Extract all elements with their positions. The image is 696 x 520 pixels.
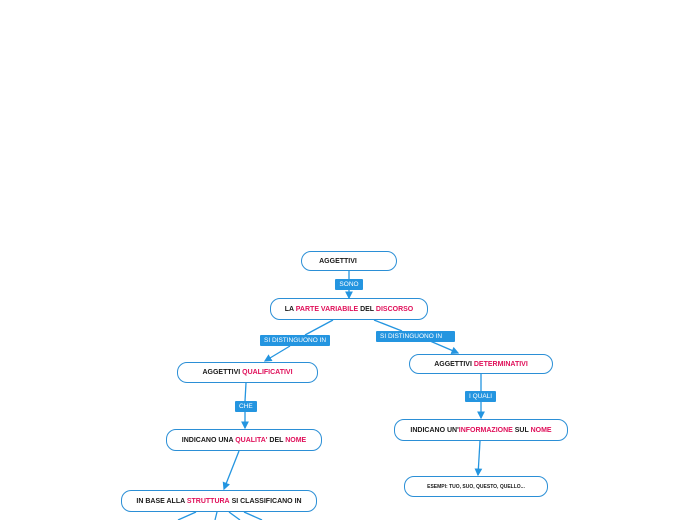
node-parte-variabile[interactable]: LA PARTE VARIABILE DEL DISCORSO (270, 298, 428, 320)
link-label-che[interactable]: CHE (235, 401, 257, 412)
node-parte-variabile-highlight-2: DISCORSO (375, 305, 414, 313)
node-qualita-nome[interactable]: INDICANO UNA QUALITA' DEL NOME (166, 429, 322, 451)
node-parte-variabile-text-1: LA (284, 305, 296, 313)
node-qualita-highlight-1: QUALITA' (235, 436, 268, 444)
connector-parte-left-label (304, 319, 334, 336)
connector-qualita-struttura (222, 450, 240, 491)
node-qualita-text-2: DEL (267, 436, 286, 444)
node-informazione-text-1: INDICANO UN' (410, 426, 459, 434)
connector-struttura-child-1 (177, 511, 197, 520)
node-qualificativi-highlight: QUALIFICATIVI (242, 369, 293, 376)
node-qualita-text-1: INDICANO UNA (181, 436, 236, 444)
connector-informazione-esempi (474, 440, 483, 477)
node-informazione-highlight-1: INFORMAZIONE (458, 426, 513, 434)
node-qualita-highlight-2: NOME (285, 436, 307, 444)
connector-left-label-qualificativi (263, 345, 291, 362)
node-informazione-highlight-2: NOME (530, 426, 552, 434)
node-determinativi-highlight: DETERMINATIVI (473, 360, 528, 368)
node-determinativi-text: AGGETTIVI (434, 360, 474, 368)
node-informazione-text-2: SUL (512, 426, 531, 434)
node-struttura-highlight: STRUTTURA (186, 497, 230, 505)
connector-struttura-child-2 (214, 511, 218, 520)
node-parte-variabile-text-2: DEL (358, 305, 376, 313)
link-label-si-distinguono-left[interactable]: SI DISTINGUONO IN (260, 335, 331, 346)
connector-parte-right-label (373, 319, 403, 332)
node-struttura[interactable]: IN BASE ALLA STRUTTURA SI CLASSIFICANO I… (121, 490, 317, 512)
connector-struttura-child-3 (228, 511, 241, 520)
connector-right-label-determinativi (429, 340, 460, 355)
node-aggettivi-determinativi[interactable]: AGGETTIVI DETERMINATIVI (409, 354, 553, 374)
node-esempi-label: ESEMPI: TUO, SUO, QUESTO, QUELLO... (427, 483, 525, 490)
connector-struttura-child-4 (243, 511, 263, 520)
link-label-sono[interactable]: SONO (335, 279, 363, 290)
node-struttura-text-2: SI CLASSIFICANO IN (229, 497, 302, 505)
node-informazione-nome[interactable]: INDICANO UN' INFORMAZIONE SUL NOME (394, 419, 568, 441)
node-aggettivi-label: AGGETTIVI (319, 257, 357, 265)
node-struttura-text-1: IN BASE ALLA (136, 497, 187, 505)
node-aggettivi[interactable]: AGGETTIVI (301, 251, 397, 271)
node-esempi[interactable]: ESEMPI: TUO, SUO, QUESTO, QUELLO... (404, 476, 548, 497)
connector-qualificativi-che (244, 382, 247, 402)
node-parte-variabile-highlight-1: PARTE VARIABILE (295, 305, 359, 313)
link-label-si-distinguono-right[interactable]: SI DISTINGUONO IN (376, 331, 455, 342)
node-aggettivi-qualificativi[interactable]: AGGETTIVI QUALIFICATIVI (177, 362, 318, 383)
node-qualificativi-text: AGGETTIVI (202, 369, 243, 376)
link-label-i-quali[interactable]: I QUALI (465, 391, 497, 402)
